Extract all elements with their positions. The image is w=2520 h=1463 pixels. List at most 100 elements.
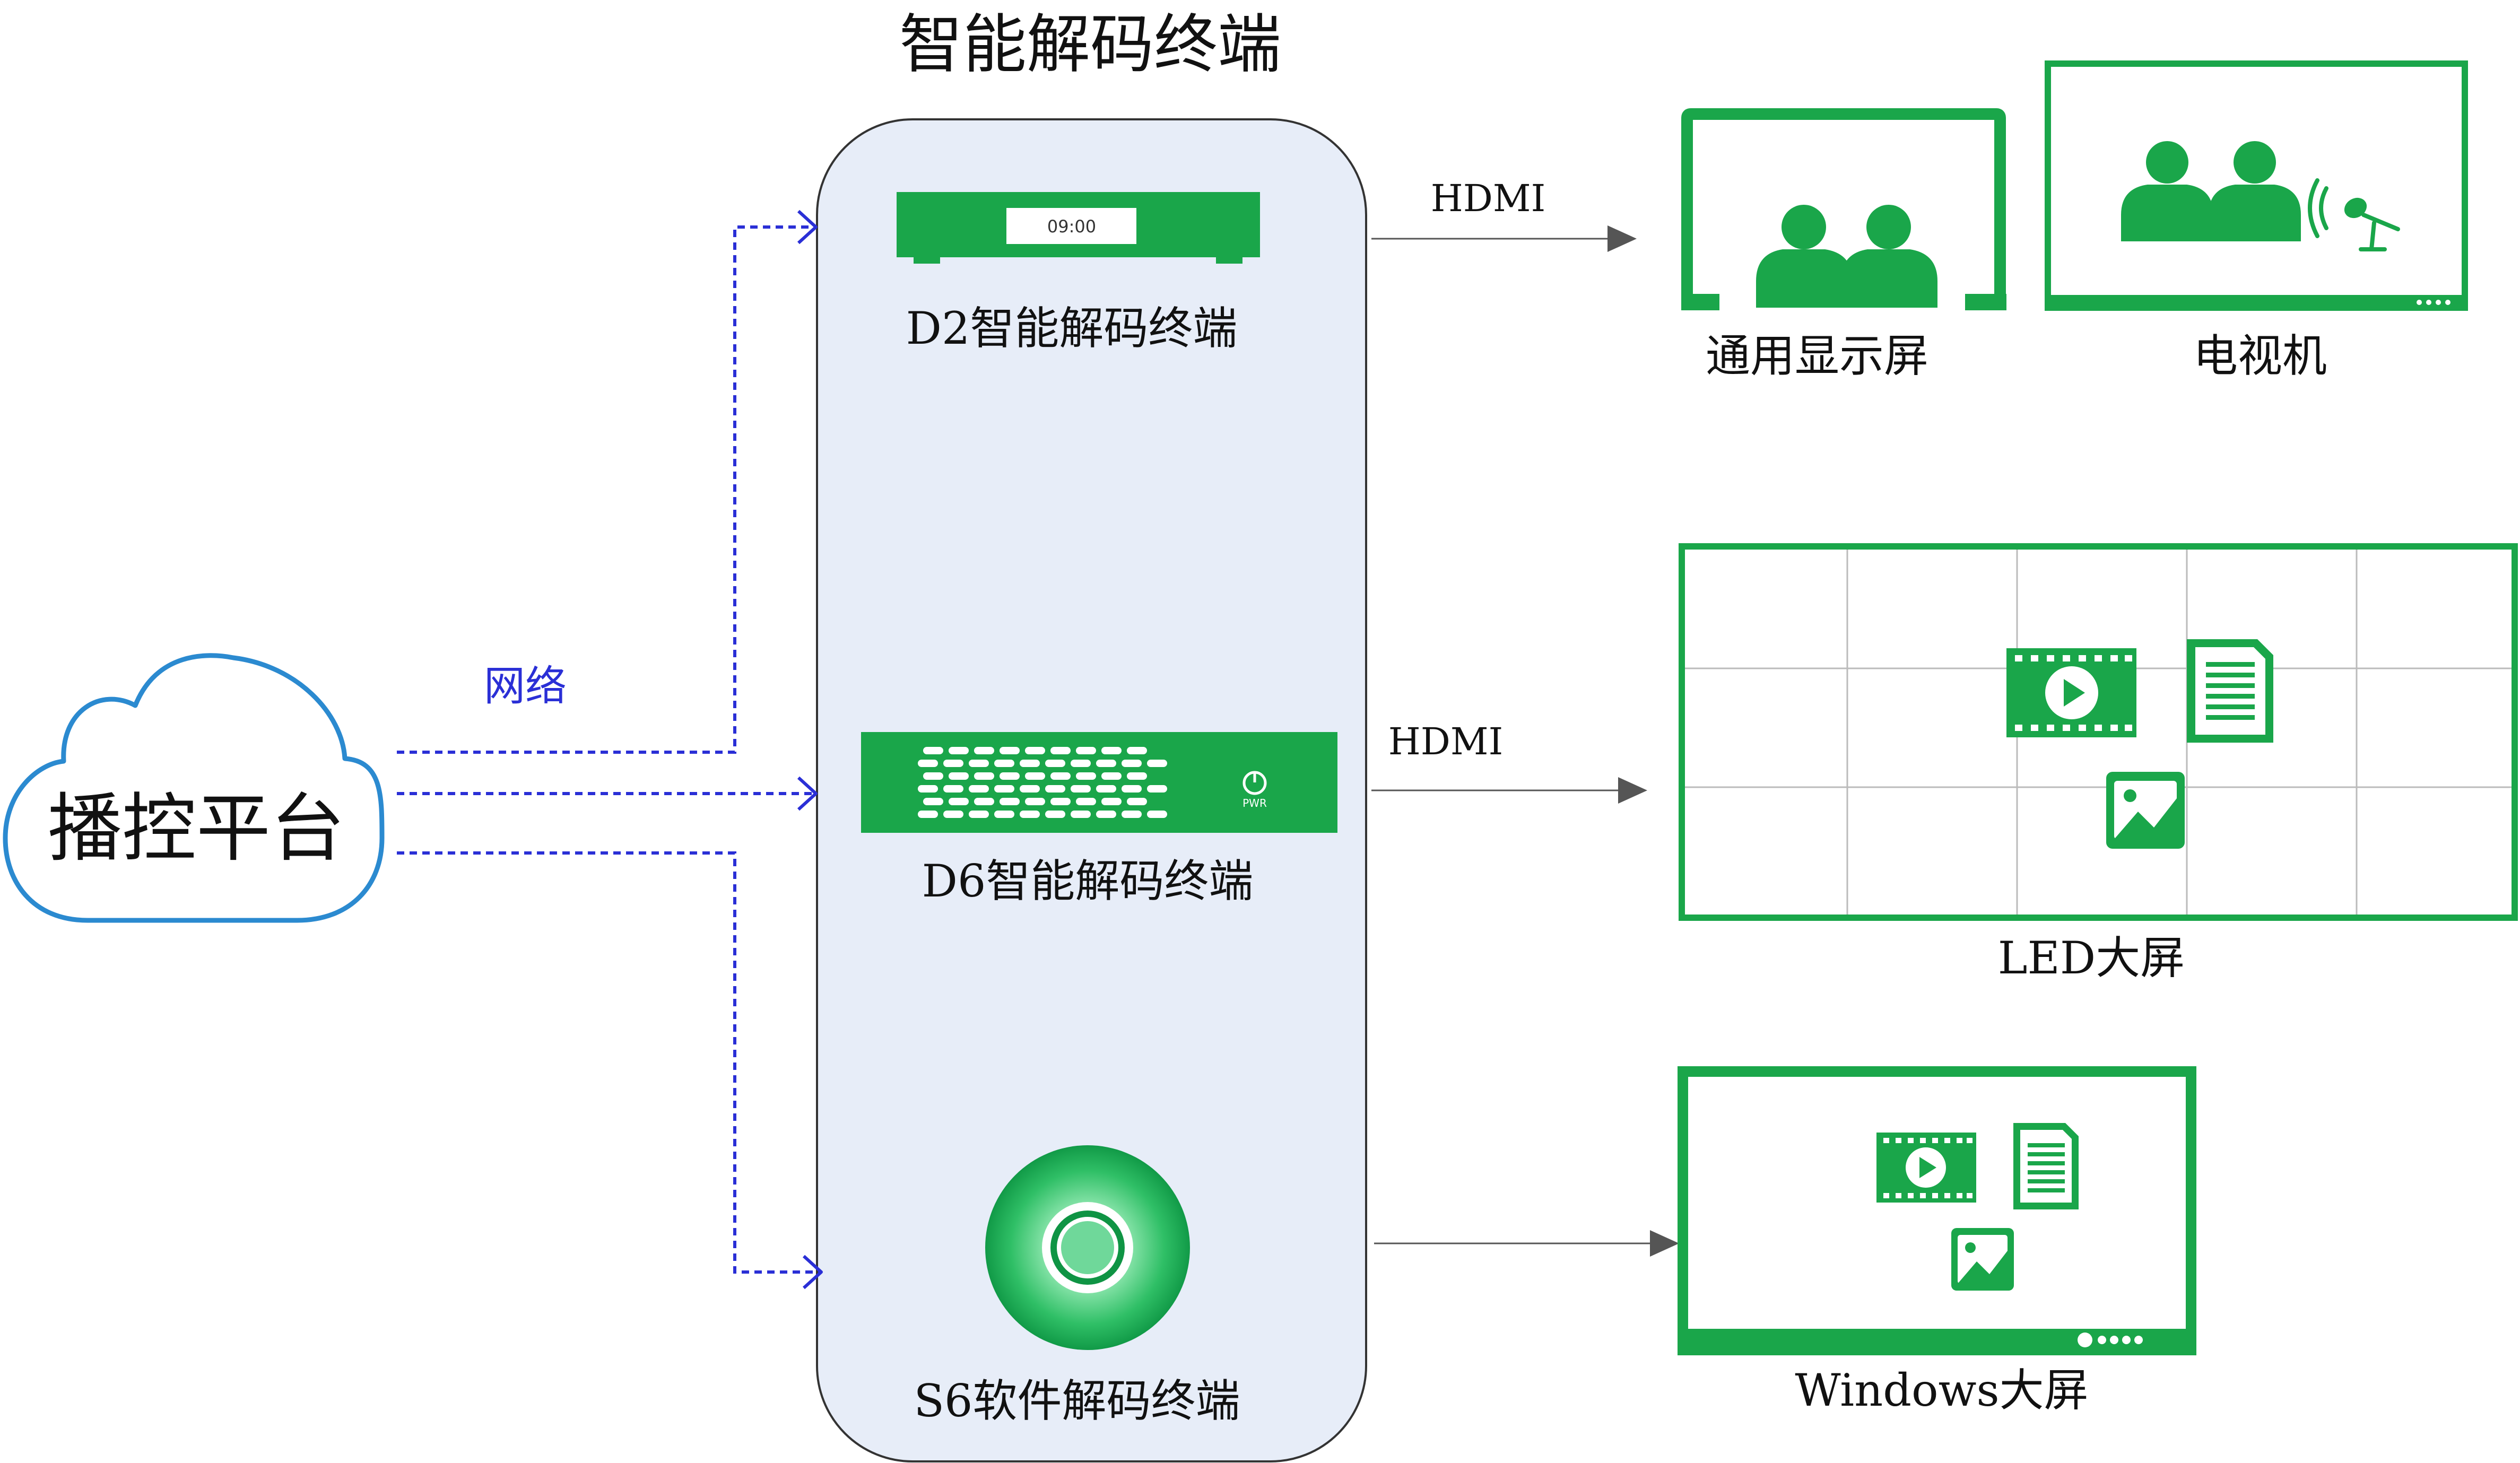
windows-display-label: Windows大屏 [1795, 1364, 2088, 1416]
s6-disc-center [1057, 1217, 1118, 1278]
vent-slot [969, 760, 989, 767]
s6-terminal[interactable]: S6软件解码终端 [914, 1145, 1240, 1427]
windows-indicator-dots [2078, 1333, 2143, 1347]
tv-display-bottom-bar [2048, 295, 2465, 310]
vent-slot [1096, 785, 1116, 793]
output-connections [1371, 235, 1675, 1247]
image-icon [1951, 1228, 2014, 1291]
vent-slot [1127, 772, 1147, 780]
network-label: 网络 [484, 663, 567, 710]
vent-slot [1045, 811, 1065, 818]
vent-slot [1025, 798, 1045, 805]
vent-slot [1096, 811, 1116, 818]
vent-slot [1025, 772, 1045, 780]
generic-display[interactable]: 通用显示屏 [1681, 108, 2006, 382]
d2-device-foot-left [914, 257, 940, 264]
vent-slot [1020, 760, 1040, 767]
vent-slot [1147, 760, 1167, 767]
document-icon [2187, 639, 2273, 743]
network-line-to-d2 [397, 225, 814, 754]
tv-display-label: 电视机 [2193, 330, 2327, 382]
vent-slot [943, 811, 963, 818]
d2-terminal-label: D2智能解码终端 [906, 302, 1238, 354]
vent-slot [1101, 798, 1122, 805]
tv-indicator-dots [2417, 300, 2451, 305]
led-display[interactable]: LED大屏 [1679, 543, 2518, 984]
network-arrowhead-s6 [802, 1255, 823, 1290]
vent-slot [1071, 785, 1091, 793]
vent-slot [1020, 785, 1040, 793]
generic-display-bottom-left [1681, 294, 1719, 310]
people-icon [1756, 205, 1937, 308]
d6-vent-grille [918, 747, 1167, 818]
vent-slot [918, 785, 938, 793]
vent-slot [1050, 798, 1071, 805]
vent-slot [1076, 772, 1096, 780]
microphone-icon [2308, 178, 2400, 251]
vent-slot [1045, 785, 1065, 793]
vent-slot [949, 798, 969, 805]
generic-display-bottom-right [1965, 294, 2006, 310]
network-arrowhead-d6 [797, 776, 818, 811]
vent-slot [918, 811, 938, 818]
d2-display-time: 09:00 [1047, 216, 1096, 237]
windows-display[interactable]: Windows大屏 [1678, 1066, 2196, 1416]
windows-display-bottom-bar [1683, 1329, 2191, 1351]
network-arrowheads [797, 210, 823, 1290]
vent-slot [918, 760, 938, 767]
vent-slot [1122, 785, 1142, 793]
vent-slot [994, 811, 1014, 818]
vent-slot [974, 798, 994, 805]
network-arrowhead-d2 [797, 210, 818, 245]
output-arrowhead-d2 [1607, 225, 1637, 252]
network-connections [397, 225, 820, 1274]
vent-slot [923, 747, 943, 754]
vent-slot [1147, 785, 1167, 793]
vent-slot [1071, 811, 1091, 818]
d2-device-foot-right [1216, 257, 1242, 264]
vent-slot [923, 798, 943, 805]
vent-slot [1000, 772, 1020, 780]
people-icon [2121, 141, 2301, 241]
led-display-label: LED大屏 [1998, 932, 2185, 984]
vent-slot [949, 772, 969, 780]
hdmi-label-top: HDMI [1431, 177, 1546, 220]
d6-terminal-label: D6智能解码终端 [922, 855, 1254, 907]
vent-slot [949, 747, 969, 754]
vent-slot [1000, 798, 1020, 805]
vent-slot [974, 772, 994, 780]
video-film-icon [1876, 1133, 1976, 1203]
vent-slot [994, 785, 1014, 793]
vent-slot [943, 760, 963, 767]
cloud-label: 播控平台 [48, 786, 345, 872]
vent-slot [1076, 747, 1096, 754]
output-arrowhead-d6 [1618, 777, 1647, 804]
vent-slot [1101, 747, 1122, 754]
vent-slot [1076, 798, 1096, 805]
cloud-icon [3, 653, 385, 923]
windows-display-frame [1678, 1066, 2196, 1355]
vent-slot [943, 785, 963, 793]
network-line-to-s6 [397, 851, 820, 1274]
vent-slot [1000, 747, 1020, 754]
generic-display-label: 通用显示屏 [1706, 330, 1928, 382]
vent-slot [974, 747, 994, 754]
vent-slot [1071, 760, 1091, 767]
vent-slot [1122, 811, 1142, 818]
document-icon [2013, 1123, 2079, 1209]
vent-slot [1020, 811, 1040, 818]
led-grid-lines [1685, 550, 2512, 915]
vent-slot [994, 760, 1014, 767]
vent-slot [1101, 772, 1122, 780]
d6-terminal[interactable]: PWR D6智能解码终端 [861, 732, 1337, 907]
video-film-icon [2006, 648, 2136, 737]
broadcast-platform-cloud[interactable]: 播控平台 [3, 653, 385, 923]
output-arrowhead-s6 [1650, 1230, 1679, 1257]
vent-slot [969, 785, 989, 793]
generic-display-frame [1681, 108, 2006, 310]
tv-display[interactable]: 电视机 [2045, 60, 2468, 382]
hdmi-label-middle: HDMI [1388, 720, 1504, 763]
vent-slot [923, 772, 943, 780]
d2-terminal[interactable]: 09:00 D2智能解码终端 [897, 192, 1260, 354]
